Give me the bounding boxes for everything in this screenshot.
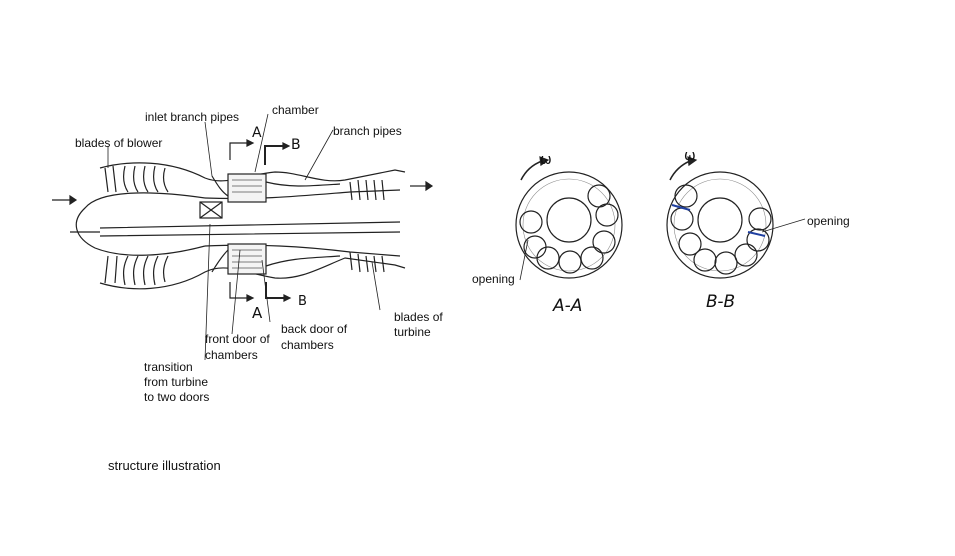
- label-blades-of-blower: blades of blower: [75, 136, 163, 150]
- label-omega-left: ω: [540, 152, 552, 168]
- chamber-bottom: [227, 243, 267, 275]
- label-branch-pipes: branch pipes: [333, 124, 402, 138]
- label-inlet-branch-pipes: inlet branch pipes: [145, 110, 240, 124]
- cross-section-bb: [666, 156, 806, 279]
- label-chamber: chamber: [272, 103, 319, 117]
- section-mark-b-top: [264, 145, 283, 165]
- label-blades-of-turbine-1: blades of: [394, 310, 443, 324]
- label-transition-3: to two doors: [144, 390, 210, 404]
- label-section-a-bottom: A: [252, 304, 263, 322]
- label-front-door-1: front door of: [205, 332, 270, 346]
- cross-section-aa: [515, 156, 623, 281]
- engine-shaft: [70, 221, 401, 237]
- nose-cone: [75, 192, 206, 256]
- section-mark-b-bottom: [265, 282, 284, 299]
- leader-lines: [107, 113, 381, 361]
- section-mark-a-bottom: [229, 282, 247, 299]
- label-transition-1: transition: [144, 360, 193, 374]
- label-opening-right: opening: [807, 214, 850, 228]
- label-section-bb: B-B: [706, 292, 736, 312]
- outlet-arrow: [410, 180, 434, 192]
- caption-structure-illustration: structure illustration: [108, 458, 221, 473]
- branch-pipes: [265, 181, 341, 267]
- inlet-arrow: [52, 194, 78, 206]
- label-front-door-2: chambers: [205, 348, 258, 362]
- chamber-top: [227, 173, 267, 203]
- section-mark-a-top: [229, 142, 247, 160]
- label-section-b-top: B: [291, 137, 301, 153]
- label-opening-left: opening: [472, 272, 515, 286]
- label-back-door-1: back door of: [281, 322, 348, 336]
- inner-duct: [204, 189, 401, 257]
- label-omega-right: ω: [684, 148, 696, 164]
- label-section-a-top: A: [252, 125, 262, 141]
- turbine-blades: [349, 179, 385, 273]
- label-section-b-bottom: B: [298, 294, 307, 309]
- label-back-door-2: chambers: [281, 338, 334, 352]
- transition-box: [199, 201, 223, 219]
- blower-blades-bottom: [104, 255, 169, 286]
- inlet-branch-pipes: [211, 175, 229, 273]
- label-blades-of-turbine-2: turbine: [394, 325, 431, 339]
- blower-blades-top: [104, 165, 169, 193]
- label-transition-2: from turbine: [144, 375, 209, 389]
- label-section-aa: A-A: [553, 296, 583, 316]
